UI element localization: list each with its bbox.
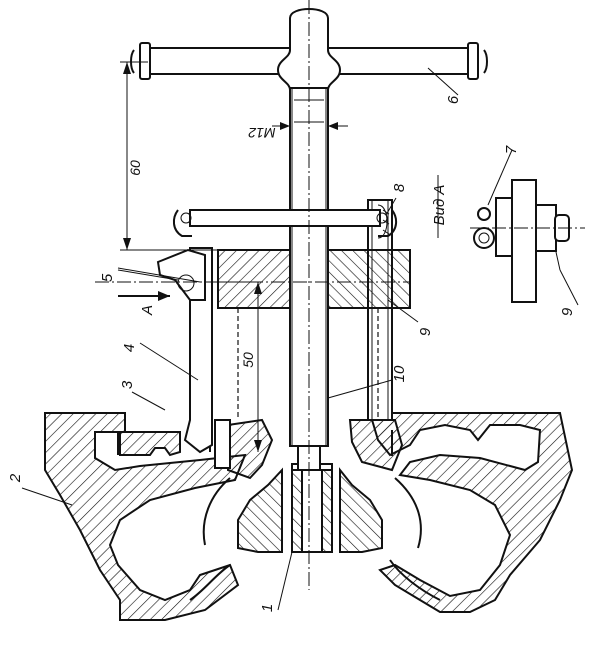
leader-4: 4	[121, 342, 199, 381]
label-8: 8	[391, 183, 408, 192]
view-a-caption: Вид А	[431, 185, 448, 226]
leader-3: 3	[119, 380, 166, 411]
label-9-main: 9	[417, 327, 434, 336]
dim-50-text: 50	[240, 352, 256, 368]
view-arrow-a: A	[117, 267, 201, 316]
dimension-60: 60	[120, 61, 218, 251]
label-6: 6	[445, 95, 462, 104]
label-1: 1	[259, 604, 276, 612]
label-2: 2	[7, 473, 24, 483]
arrow-a-letter: A	[139, 305, 156, 316]
thread-text: M12	[248, 125, 275, 141]
label-5: 5	[99, 273, 116, 282]
leader-6: 6	[427, 67, 462, 104]
thread-callout: M12	[248, 122, 348, 141]
dim-60-text: 60	[127, 160, 143, 176]
label-7: 7	[503, 145, 520, 154]
leader-2: 2	[7, 473, 73, 506]
label-9-detail: 9	[559, 307, 576, 316]
label-4: 4	[121, 344, 138, 352]
leader-9-main: 9	[387, 299, 434, 336]
label-3: 3	[119, 380, 136, 389]
label-10: 10	[391, 365, 408, 382]
view-a-detail: Вид А 7 9	[431, 145, 585, 316]
leader-1: 1	[259, 551, 293, 612]
leader-5: 5	[99, 269, 179, 282]
impeller-hub	[202, 418, 422, 553]
leader-8: 8	[385, 183, 408, 216]
dimension-50: 50	[240, 282, 262, 452]
leader-10: 10	[327, 365, 408, 399]
yoke-crossbar	[172, 204, 411, 309]
puller-leg	[119, 247, 231, 469]
